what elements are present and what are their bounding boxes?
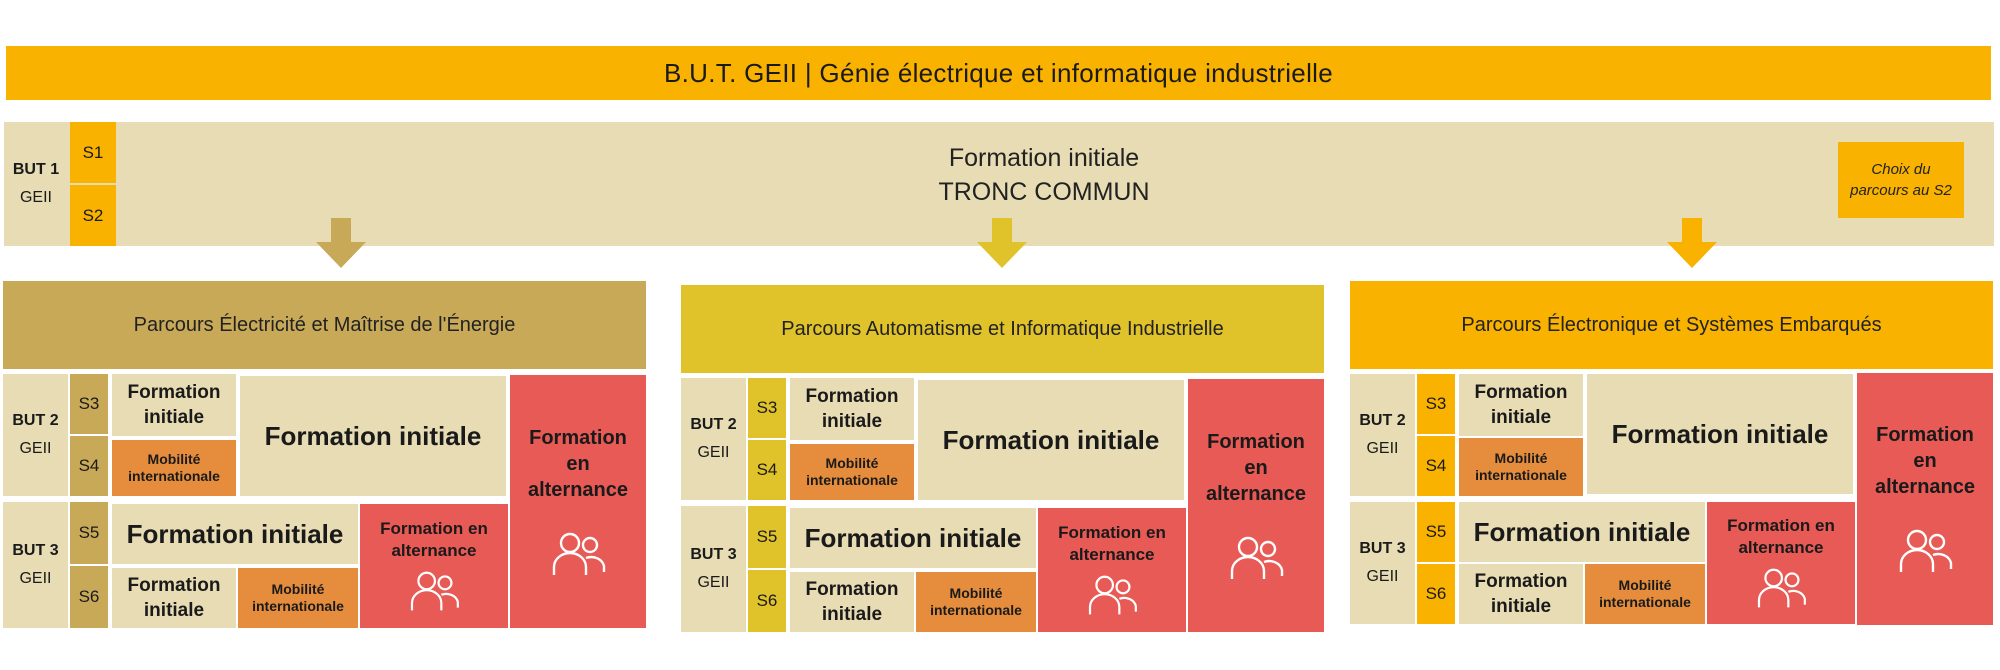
but2-year-label: BUT 2 GEII <box>1350 374 1415 496</box>
semester-s4: S4 <box>748 440 786 500</box>
page-title: B.U.T. GEII | Génie électrique et inform… <box>664 57 1333 88</box>
semester-s4: S4 <box>70 436 108 496</box>
formation-alternance-tall: Formation en alternance <box>1857 373 1993 625</box>
formation-initiale-medium: Formation initiale <box>112 504 358 564</box>
parcours-2-block: Parcours Automatisme et Informatique Ind… <box>678 282 1326 634</box>
formation-initiale-small-s6: Formation initiale <box>790 572 914 632</box>
semester-s6: S6 <box>1417 564 1455 624</box>
semester-s2: S2 <box>70 185 116 246</box>
semester-s5: S5 <box>748 506 786 568</box>
formation-initiale-large: Formation initiale <box>918 380 1184 500</box>
formation-alternance-small: Formation en alternance <box>360 504 508 628</box>
formation-initiale-small-s6: Formation initiale <box>1459 564 1583 624</box>
formation-alternance-tall: Formation en alternance <box>1188 379 1324 632</box>
but3-year-label: BUT 3 GEII <box>681 506 746 632</box>
formation-initiale-medium: Formation initiale <box>1459 502 1705 562</box>
people-icon <box>1757 568 1806 608</box>
semester-s6: S6 <box>748 570 786 632</box>
parcours-1-title: Parcours Électricité et Maîtrise de l'Én… <box>3 281 646 369</box>
but1-year-label: BUT 1 GEII <box>12 161 60 206</box>
formation-alternance-tall: Formation en alternance <box>510 375 646 628</box>
people-icon <box>552 532 606 575</box>
page-title-banner: B.U.T. GEII | Génie électrique et inform… <box>6 46 1991 100</box>
but3-year-label: BUT 3 GEII <box>3 502 68 628</box>
mobilite-internationale-s6: Mobilité internationale <box>238 568 358 628</box>
formation-initiale-small: Formation initiale <box>1459 374 1583 436</box>
mobilite-internationale-s6: Mobilité internationale <box>1585 564 1705 624</box>
semester-s6: S6 <box>70 566 108 628</box>
formation-initiale-large: Formation initiale <box>1587 374 1853 494</box>
people-icon <box>410 571 459 611</box>
semester-s5: S5 <box>1417 502 1455 562</box>
mobilite-internationale: Mobilité internationale <box>790 444 914 500</box>
formation-initiale-small: Formation initiale <box>790 378 914 440</box>
people-icon <box>1899 529 1953 572</box>
down-arrow-parcours-1 <box>316 218 366 268</box>
mobilite-internationale: Mobilité internationale <box>1459 438 1583 496</box>
formation-alternance-small: Formation en alternance <box>1038 508 1186 632</box>
semester-s3: S3 <box>748 378 786 438</box>
semester-s3: S3 <box>70 374 108 434</box>
semester-s5: S5 <box>70 502 108 564</box>
down-arrow-parcours-3 <box>1667 218 1717 268</box>
mobilite-internationale: Mobilité internationale <box>112 440 236 496</box>
semester-s4: S4 <box>1417 436 1455 496</box>
formation-initiale-large: Formation initiale <box>240 376 506 496</box>
formation-initiale-medium: Formation initiale <box>790 508 1036 568</box>
semester-s1: S1 <box>70 122 116 183</box>
parcours-3-title: Parcours Électronique et Systèmes Embarq… <box>1350 281 1993 369</box>
semester-s3: S3 <box>1417 374 1455 434</box>
but3-year-label: BUT 3 GEII <box>1350 502 1415 624</box>
formation-initiale-small: Formation initiale <box>112 374 236 436</box>
but2-year-label: BUT 2 GEII <box>681 378 746 500</box>
parcours-1-block: Parcours Électricité et Maîtrise de l'Én… <box>0 278 648 630</box>
parcours-3-block: Parcours Électronique et Systèmes Embarq… <box>1347 278 1995 630</box>
people-icon <box>1088 575 1137 615</box>
formation-alternance-small: Formation en alternance <box>1707 502 1855 624</box>
mobilite-internationale-s6: Mobilité internationale <box>916 572 1036 632</box>
down-arrow-parcours-2 <box>977 218 1027 268</box>
formation-initiale-small-s6: Formation initiale <box>112 568 236 628</box>
but2-year-label: BUT 2 GEII <box>3 374 68 496</box>
tronc-commun-title: Formation initiale TRONC COMMUN <box>938 144 1150 206</box>
parcours-2-title: Parcours Automatisme et Informatique Ind… <box>681 285 1324 373</box>
parcours-choice-note: Choix du parcours au S2 <box>1838 142 1964 218</box>
people-icon <box>1230 536 1284 579</box>
